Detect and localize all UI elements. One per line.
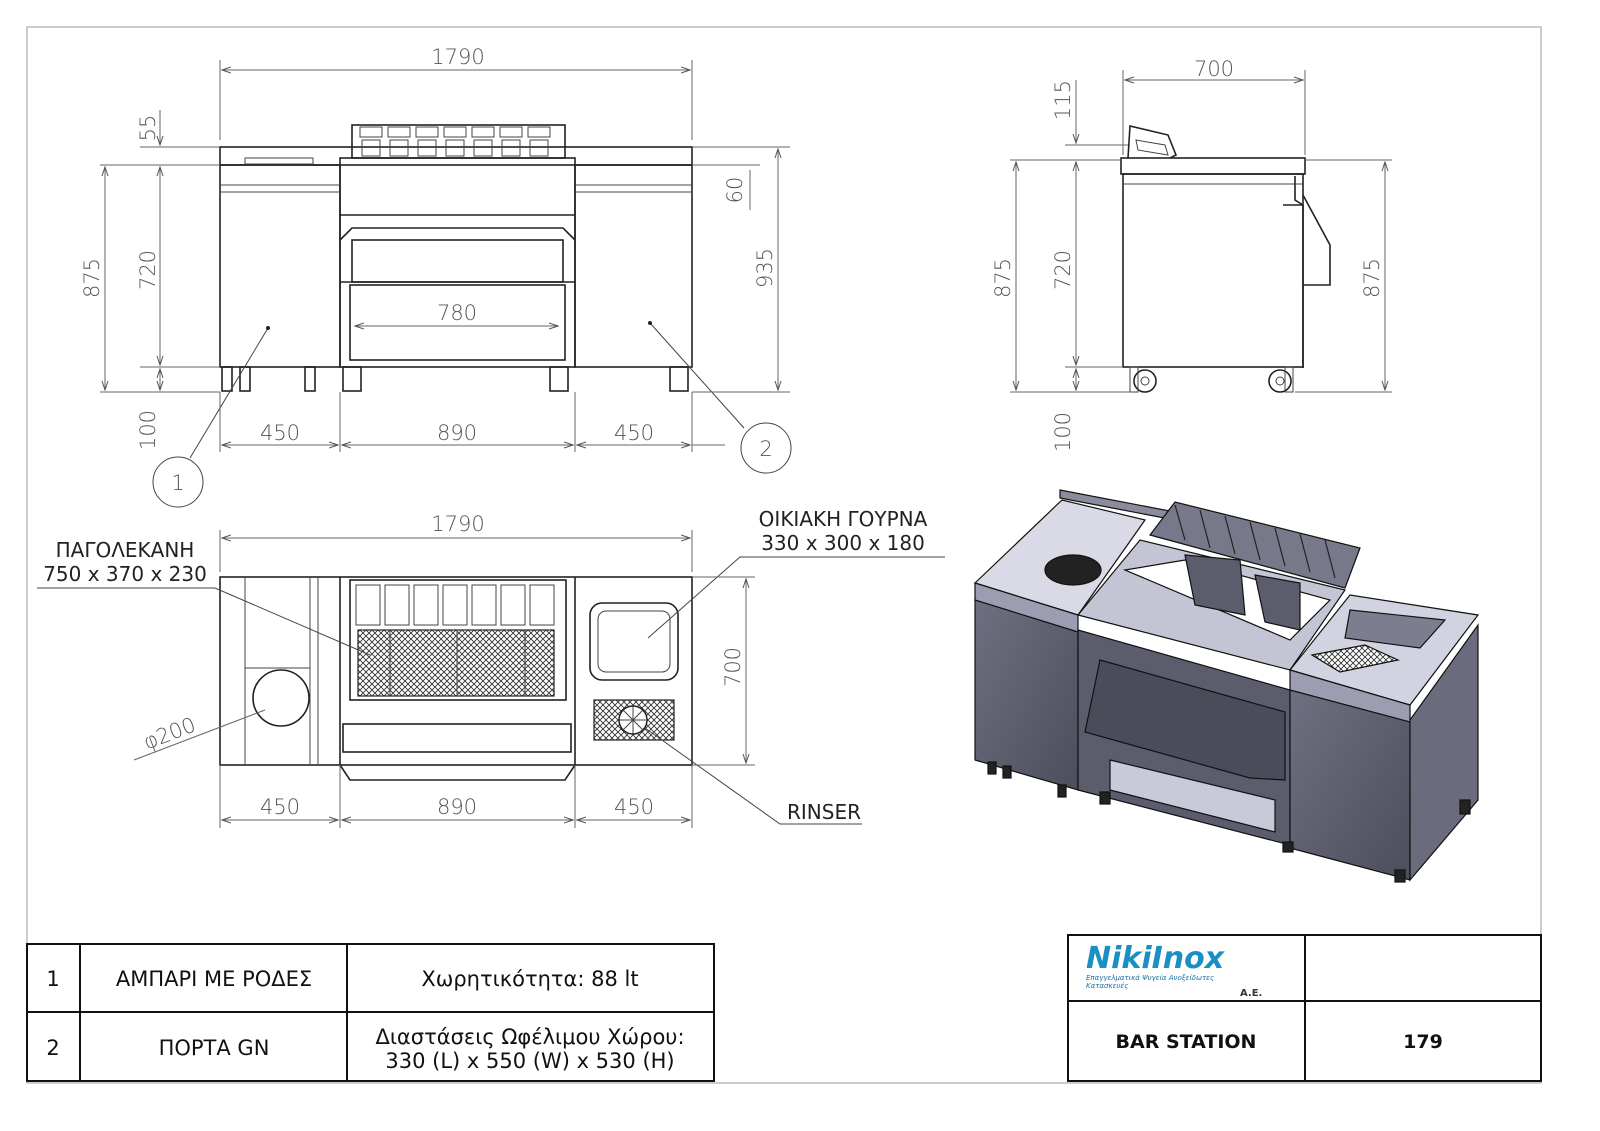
dim-front-100: 100 (136, 410, 160, 450)
title-block: NikiInox A.E. Επαγγελματικά Ψυγεία Ανοξε… (1067, 934, 1542, 1082)
ice-bin-grid (357, 629, 555, 697)
balloon-2-label: 2 (759, 437, 772, 461)
part-number: 1 (46, 967, 59, 991)
dim-side-720: 720 (1051, 250, 1075, 290)
side-view: 700 875 115 720 100 875 (991, 57, 1392, 452)
table-row: 2 ΠΟΡΤΑ GN Διαστάσεις Ωφέλιμου Χώρου: 33… (46, 1025, 684, 1073)
bottle-holders-top (355, 584, 555, 626)
dim-top-diameter: φ200 (140, 713, 199, 755)
table-row: 1 ΑΜΠΑΡΙ ΜΕ ΡΟΔΕΣ Χωρητικότητα: 88 lt (46, 967, 638, 991)
product-name: BAR STATION (1116, 1031, 1257, 1053)
dim-side-700: 700 (1194, 57, 1234, 81)
dim-front-center-890: 890 (437, 421, 477, 445)
dim-front-width: 1790 (431, 45, 484, 69)
dim-front-left-450: 450 (260, 421, 300, 445)
dim-front-55: 55 (136, 115, 160, 142)
sink-bowl (589, 602, 679, 681)
parts-table: 1 ΑΜΠΑΡΙ ΜΕ ΡΟΔΕΣ Χωρητικότητα: 88 lt 2 … (26, 943, 715, 1082)
rinser-label: RINSER (787, 800, 861, 824)
dim-top-right-450: 450 (614, 795, 654, 819)
part-spec: Χωρητικότητα: 88 lt (421, 967, 638, 991)
dim-side-875-left: 875 (991, 258, 1015, 298)
bottle-rack-front (359, 126, 551, 157)
sink-label: ΟΙΚΙΑΚΗ ΓΟΥΡΝΑ (759, 507, 928, 531)
dim-top-center-890: 890 (437, 795, 477, 819)
balloon-2 (740, 422, 792, 474)
part-spec-line1: Διαστάσεις Ωφέλιμου Χώρου: (375, 1025, 684, 1049)
dim-front-720: 720 (136, 250, 160, 290)
dim-side-875-right: 875 (1360, 258, 1384, 298)
dim-front-935: 935 (753, 248, 777, 288)
dim-side-100: 100 (1051, 412, 1075, 452)
part-number: 2 (46, 1036, 59, 1060)
part-spec-line2: 330 (L) x 550 (W) x 530 (H) (385, 1049, 674, 1073)
drawing-number: 179 (1403, 1031, 1443, 1053)
ice-bin-size: 750 x 370 x 230 (43, 562, 207, 586)
waste-hole (252, 669, 310, 727)
isometric-view (973, 489, 1480, 883)
company-logo: NikiInox A.E. Επαγγελματικά Ψυγεία Ανοξε… (1086, 941, 1262, 999)
dim-top-700: 700 (721, 647, 745, 687)
dim-front-60: 60 (723, 177, 747, 204)
logo-suffix: A.E. (1240, 988, 1262, 999)
balloon-1-label: 1 (171, 471, 184, 495)
part-name: ΑΜΠΑΡΙ ΜΕ ΡΟΔΕΣ (116, 967, 312, 991)
dim-side-115: 115 (1051, 80, 1075, 120)
balloon-1 (152, 456, 204, 508)
dim-front-875: 875 (80, 258, 104, 298)
logo-tagline: Επαγγελματικά Ψυγεία Ανοξείδωτες Κατασκε… (1086, 974, 1215, 990)
front-view: 1 2 1790 875 55 720 100 60 935 780 450 8… (80, 45, 792, 508)
logo-text: NikiInox (1086, 941, 1226, 976)
sheet-border (26, 26, 1542, 1084)
sink-size: 330 x 300 x 180 (761, 531, 925, 555)
dim-top-width: 1790 (431, 512, 484, 536)
part-name: ΠΟΡΤΑ GN (159, 1036, 270, 1060)
top-view: ΠΑΓΟΛΕΚΑΝΗ 750 x 370 x 230 ΟΙΚΙΑΚΗ ΓΟΥΡΝ… (37, 507, 945, 828)
ice-bin-label: ΠΑΓΟΛΕΚΑΝΗ (56, 538, 195, 562)
dim-front-right-450: 450 (614, 421, 654, 445)
dim-front-780: 780 (437, 301, 477, 325)
dim-top-left-450: 450 (260, 795, 300, 819)
